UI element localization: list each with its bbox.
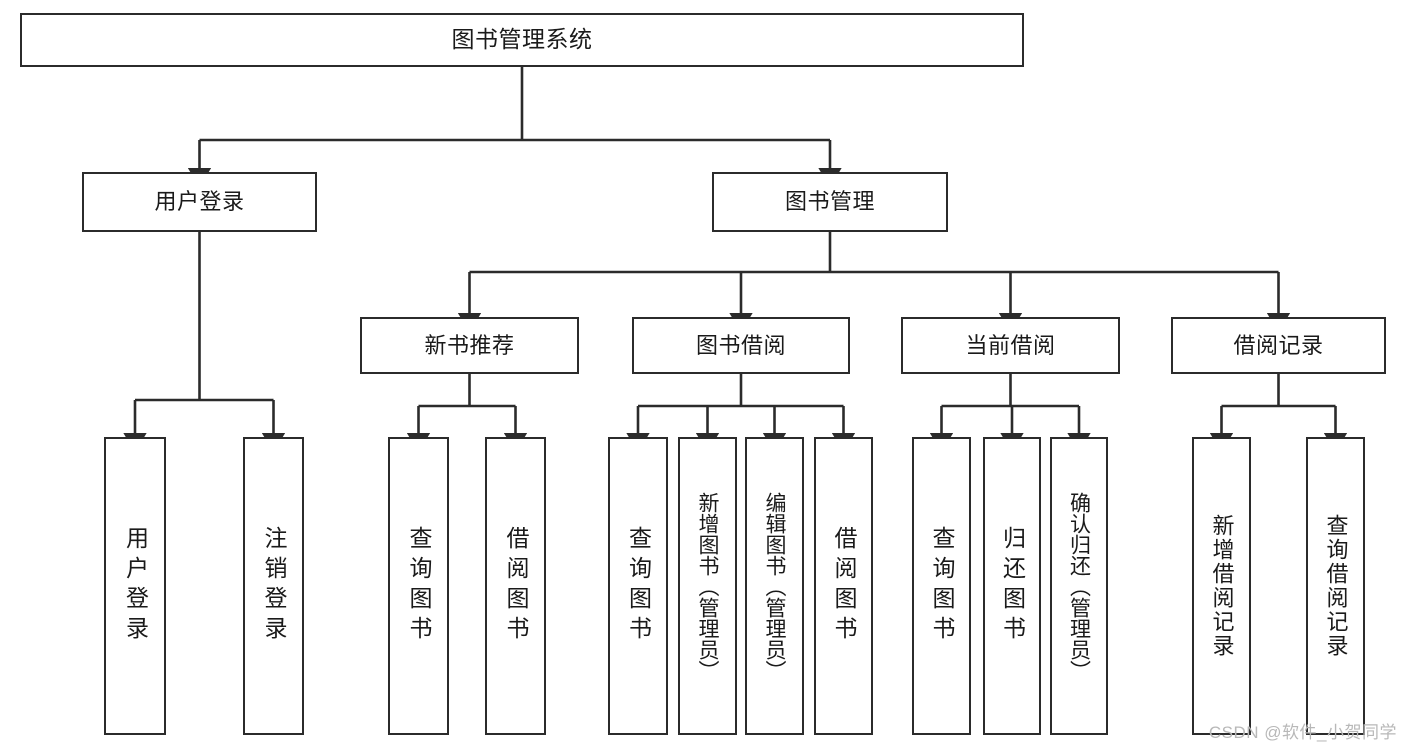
node-label: 用户登录: [154, 189, 245, 215]
node-label: 查询图书: [625, 526, 652, 646]
node-leaf-logout: 注销登录: [243, 437, 304, 735]
node-borrow-record: 借阅记录: [1171, 317, 1386, 374]
node-label: 确认归还（管理员）: [1067, 491, 1091, 681]
node-leaf-query-book-2: 查询图书: [608, 437, 668, 735]
node-label: 注销登录: [261, 526, 287, 646]
node-label: 归还图书: [999, 526, 1026, 646]
node-leaf-query-book-1: 查询图书: [388, 437, 449, 735]
node-leaf-query-record: 查询借阅记录: [1306, 437, 1365, 735]
node-label: 图书管理: [784, 189, 875, 215]
node-label: 新书推荐: [424, 332, 515, 358]
node-label: 查询图书: [929, 526, 955, 646]
node-label: 查询借阅记录: [1323, 514, 1349, 658]
node-leaf-user-login: 用户登录: [104, 437, 166, 735]
node-label: 编辑图书（管理员）: [763, 491, 786, 681]
node-label: 图书管理系统: [451, 26, 593, 53]
node-leaf-return-book: 归还图书: [983, 437, 1041, 735]
node-leaf-borrow-book-2: 借阅图书: [814, 437, 873, 735]
node-leaf-query-book-3: 查询图书: [912, 437, 971, 735]
node-label: 新增借阅记录: [1209, 514, 1235, 658]
node-leaf-borrow-book-1: 借阅图书: [485, 437, 546, 735]
node-current-borrow: 当前借阅: [901, 317, 1120, 374]
node-new-book-rec: 新书推荐: [360, 317, 579, 374]
node-book-manage: 图书管理: [712, 172, 948, 232]
node-label: 当前借阅: [965, 332, 1056, 358]
node-label: 借阅图书: [503, 526, 529, 646]
node-label: 图书借阅: [695, 332, 786, 358]
node-label: 查询图书: [406, 526, 432, 646]
node-label: 借阅记录: [1233, 332, 1324, 358]
node-user-login: 用户登录: [82, 172, 317, 232]
node-leaf-add-record: 新增借阅记录: [1192, 437, 1251, 735]
node-label: 借阅图书: [831, 526, 857, 646]
node-label: 新增图书（管理员）: [696, 491, 719, 681]
node-label: 用户登录: [122, 526, 149, 646]
node-leaf-add-book: 新增图书（管理员）: [678, 437, 737, 735]
node-leaf-edit-book: 编辑图书（管理员）: [745, 437, 804, 735]
node-root: 图书管理系统: [20, 13, 1024, 67]
node-book-borrow: 图书借阅: [632, 317, 850, 374]
node-leaf-confirm-return: 确认归还（管理员）: [1050, 437, 1108, 735]
